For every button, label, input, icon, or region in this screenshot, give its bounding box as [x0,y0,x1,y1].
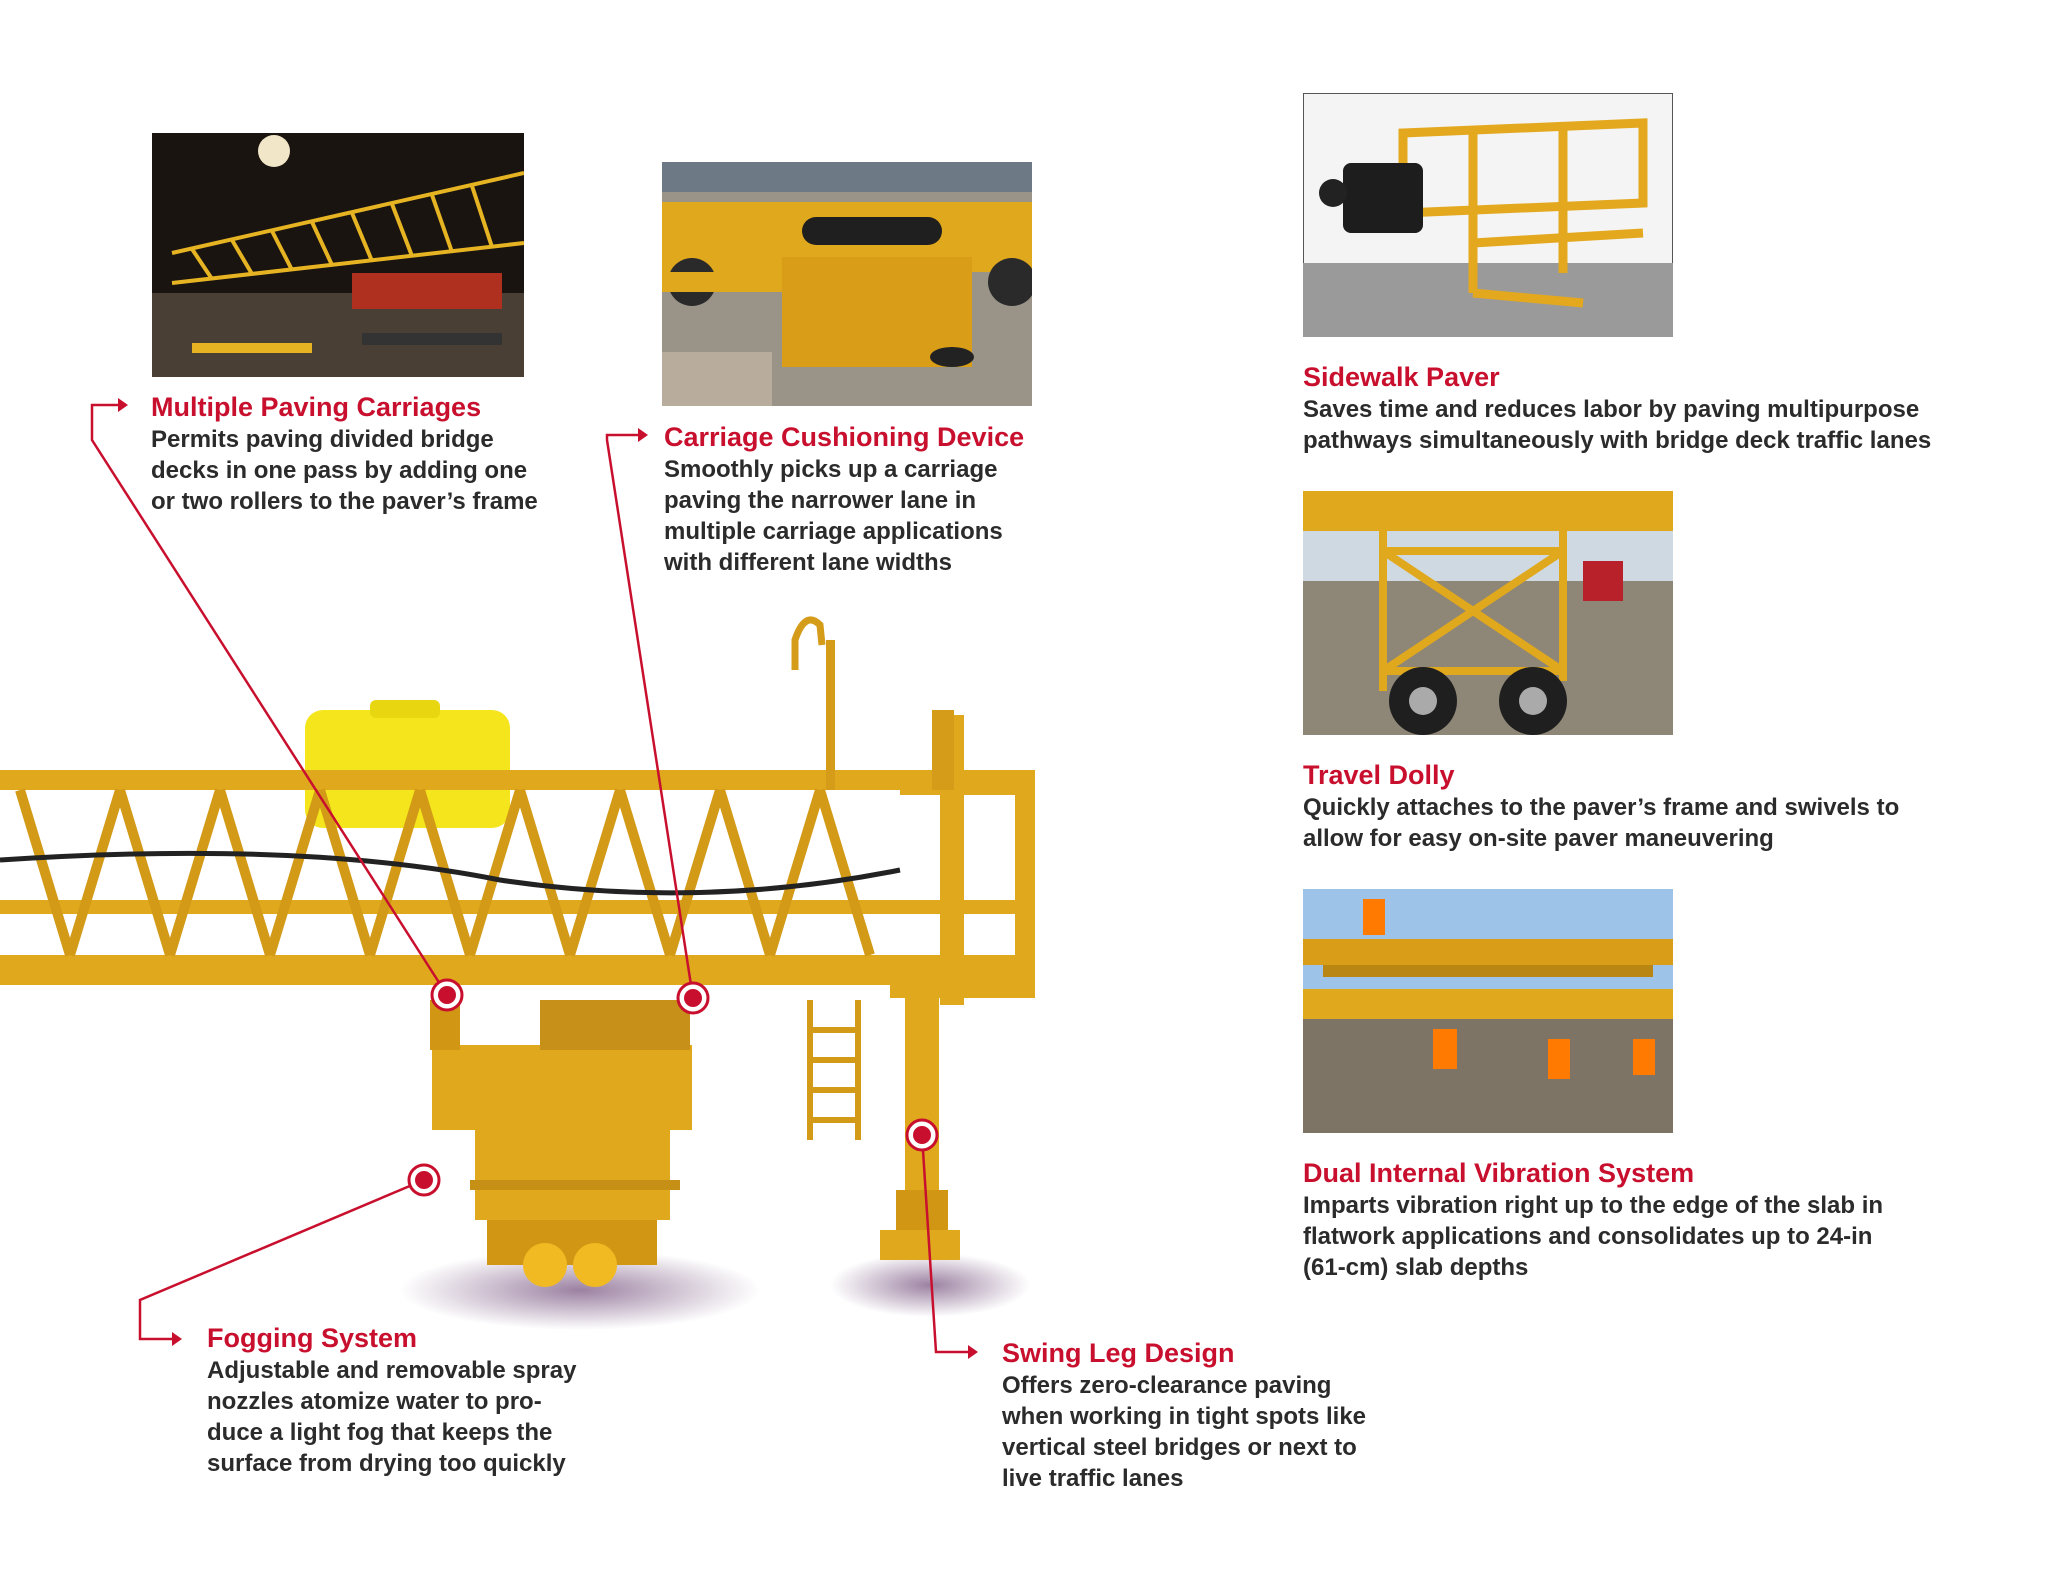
fogging-system-title: Fogging System [207,1323,418,1353]
dual-vibration-system-photo [1303,889,1673,1133]
travel-dolly-title: Travel Dolly [1303,760,1455,790]
sidewalk-paver-title: Sidewalk Paver [1303,362,1500,392]
dual-vibration-description: Imparts vibration right up to the edge o… [1303,1192,1884,1281]
swing-leg-description: Offers zero-clearance paving when workin… [1002,1372,1367,1492]
fogging-system-description: Adjustable and removable spray nozzles a… [207,1357,577,1477]
multiple-paving-carriages-description: Permits paving divided bridge decks in o… [151,426,538,515]
sidewalk-paver-photo [1303,93,1673,337]
travel-dolly-photo [1303,491,1673,735]
swing-leg-title: Swing Leg Design [1002,1338,1235,1368]
multiple-paving-carriages-title: Multiple Paving Carriages [151,392,482,422]
carriage-cushioning-title: Carriage Cushioning Device [664,422,1025,452]
carriage-cushioning-description: Smoothly picks up a carriage paving the … [664,456,1003,576]
dual-vibration-title: Dual Internal Vibration System [1303,1158,1695,1188]
multiple-paving-carriages-photo [152,133,524,377]
travel-dolly-description: Quickly attaches to the paver’s frame an… [1303,794,1900,852]
carriage-cushioning-device-photo [662,162,1032,406]
sidewalk-paver-description: Saves time and reduces labor by paving m… [1303,396,1932,454]
